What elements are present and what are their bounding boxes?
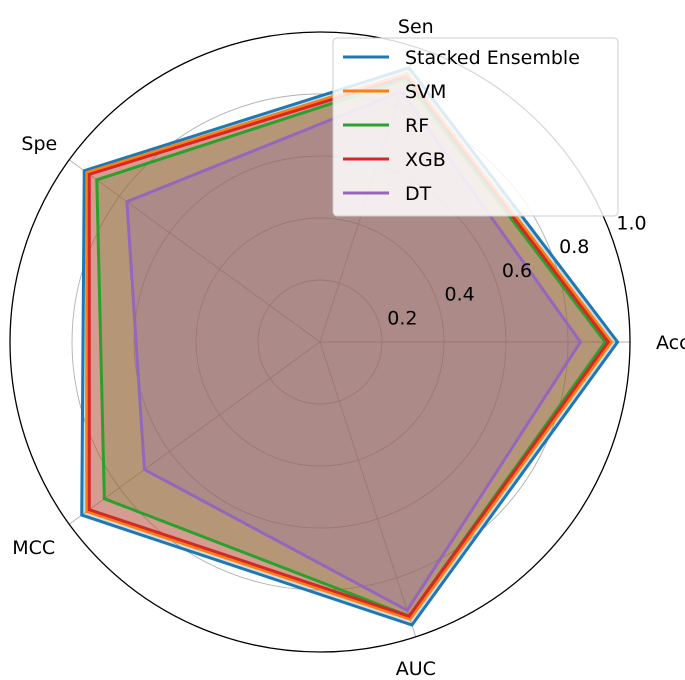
legend-label: XGB [405, 149, 446, 171]
r-tick-label: 0.4 [445, 284, 475, 306]
r-tick-label: 0.8 [559, 236, 589, 258]
r-tick-label: 1.0 [616, 212, 646, 234]
grid-spoke [319, 341, 417, 637]
legend-label: Stacked Ensemble [405, 47, 580, 69]
series-area-dt [126, 91, 581, 611]
legend-label: DT [405, 183, 432, 205]
axis-label-spe: Spe [21, 133, 57, 155]
legend-label: RF [405, 115, 429, 137]
axis-label-auc: AUC [396, 658, 436, 680]
r-tick-label: 0.2 [387, 307, 417, 329]
axis-label-sen: Sen [398, 16, 434, 38]
axis-label-mcc: MCC [12, 537, 55, 559]
r-tick-label: 0.6 [502, 260, 532, 282]
axis-label-acc: Acc [656, 332, 685, 354]
grid-spoke [68, 159, 321, 343]
polar-frame [9, 31, 631, 653]
legend-label: SVM [405, 81, 446, 103]
grid-spoke [68, 341, 321, 525]
legend-box [332, 37, 619, 217]
